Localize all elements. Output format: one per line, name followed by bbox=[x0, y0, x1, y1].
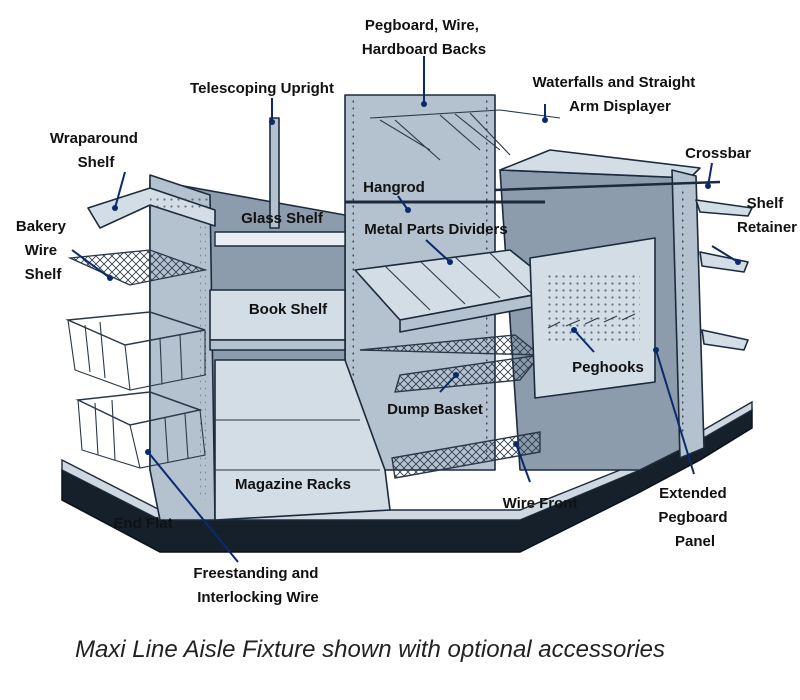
label-magazine-racks: Magazine Racks bbox=[235, 476, 351, 493]
label-wraparound-shelf: Wraparound Shelf bbox=[50, 130, 142, 171]
label-dump-basket: Dump Basket bbox=[387, 401, 483, 418]
book-shelf-lip bbox=[209, 339, 346, 351]
pegboard-holes bbox=[545, 272, 640, 342]
center-left-upright-holes bbox=[349, 100, 354, 460]
wire-basket-lower-sides bbox=[77, 399, 206, 469]
waterfall-arms bbox=[369, 109, 561, 161]
label-book-shelf: Book Shelf bbox=[249, 301, 328, 318]
peghook-arms bbox=[547, 313, 636, 329]
label-pegboard-backs: Pegboard, Wire, Hardboard Backs bbox=[362, 17, 486, 58]
fixture-illustration bbox=[61, 94, 753, 553]
crossbar-bar bbox=[494, 180, 721, 192]
wraparound-shelf-shape bbox=[87, 187, 216, 229]
label-hangrod: Hangrod bbox=[363, 179, 425, 196]
label-peghooks: Peghooks bbox=[572, 359, 644, 376]
label-end-flat: End Flat bbox=[113, 515, 172, 532]
right-section-top bbox=[499, 149, 701, 179]
label-crossbar: Crossbar bbox=[685, 145, 751, 162]
glass-shelf-shape bbox=[214, 231, 346, 247]
label-extended-pegboard: Extended Pegboard Panel bbox=[658, 485, 731, 550]
label-freestanding-wire: Freestanding and Interlocking Wire bbox=[193, 565, 322, 606]
magazine-racks-shape bbox=[214, 359, 391, 521]
labels: Pegboard, Wire, Hardboard Backs Telescop… bbox=[16, 17, 797, 663]
label-shelf-retainer: Shelf Retainer bbox=[737, 195, 797, 236]
telescoping-upright-pole bbox=[269, 117, 280, 229]
label-glass-shelf: Glass Shelf bbox=[241, 210, 324, 227]
right-upright-slots bbox=[682, 190, 688, 440]
end-shelf-1 bbox=[695, 199, 753, 217]
wire-basket-upper-sides bbox=[67, 319, 206, 391]
end-shelf-3 bbox=[701, 329, 749, 351]
wire-front-shape bbox=[391, 431, 541, 479]
left-end-upright-holes bbox=[200, 200, 206, 500]
label-metal-parts-dividers: Metal Parts Dividers bbox=[364, 221, 507, 238]
magazine-racks-lines bbox=[215, 419, 380, 471]
label-waterfalls: Waterfalls and Straight Arm Displayer bbox=[533, 74, 700, 115]
label-wire-front: Wire Front bbox=[503, 495, 578, 512]
leader-lines bbox=[71, 56, 741, 563]
diagram-caption: Maxi Line Aisle Fixture shown with optio… bbox=[75, 636, 665, 663]
label-telescoping-upright: Telescoping Upright bbox=[190, 80, 334, 97]
wraparound-perf bbox=[150, 195, 210, 209]
parts-divider-lines bbox=[384, 252, 533, 311]
label-bakery-wire-shelf: Bakery Wire Shelf bbox=[16, 218, 70, 283]
